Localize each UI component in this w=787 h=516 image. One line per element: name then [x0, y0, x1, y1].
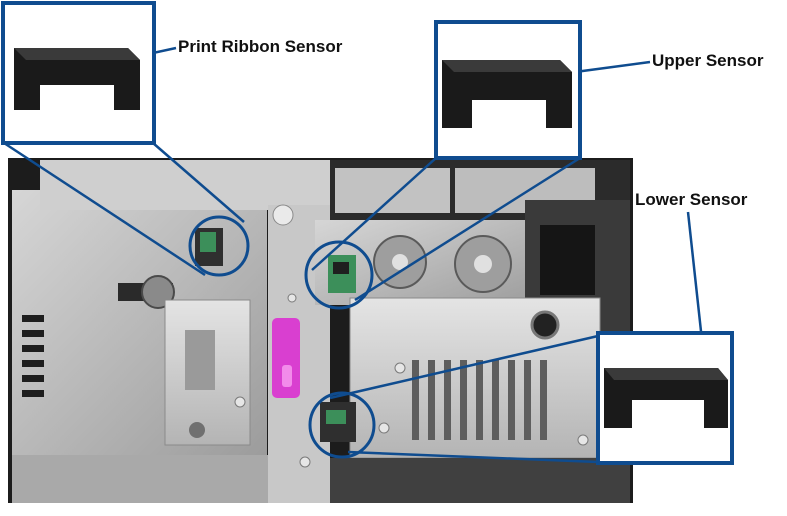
sensor-icon — [14, 48, 140, 110]
bracket-slot — [185, 330, 215, 390]
ribbon-leader-left — [3, 141, 206, 277]
bottom-strip — [330, 458, 630, 503]
lower-roller — [530, 310, 560, 340]
left-base — [12, 455, 270, 503]
leader-lines — [3, 46, 707, 464]
upper-sensor-part — [333, 262, 349, 274]
left-gear-hub — [392, 254, 408, 270]
bracket-screw — [189, 422, 205, 438]
lower-sensor-circle — [308, 391, 376, 459]
ribbon-sensor-inset — [1, 1, 156, 145]
printer-photo — [8, 158, 633, 503]
lower-assembly — [349, 297, 601, 459]
upper-leader-left — [311, 157, 437, 271]
sensor-icon-top — [604, 368, 728, 380]
upper-sensor-inset — [434, 20, 582, 160]
vent-slots — [22, 315, 44, 397]
ribbon-sensor-circle — [188, 215, 250, 277]
print-ribbon-sensor-label: Print Ribbon Sensor — [178, 37, 343, 56]
screws — [234, 293, 589, 468]
lower-leader-top — [329, 334, 599, 400]
right-gear-hub — [474, 255, 492, 273]
column-knob — [272, 204, 294, 226]
top-frame — [40, 160, 330, 210]
lower-sensor-inset — [596, 331, 734, 465]
upper-leader-right — [354, 156, 581, 302]
ribbon-leader-right — [152, 142, 245, 223]
ribbon-sensor-board — [200, 232, 216, 252]
handle-grip — [282, 365, 292, 387]
magnifier-circles — [188, 215, 376, 459]
lower-assembly-slots — [412, 360, 547, 440]
right-panel-opening — [540, 225, 595, 295]
sensor-icon — [442, 60, 572, 128]
sensor-icon-top — [442, 60, 572, 72]
upper-sensor-label: Upper Sensor — [652, 51, 764, 70]
upper-sensor-circle — [304, 240, 374, 310]
sensor-icon — [604, 368, 728, 428]
upper-left-plate — [335, 168, 450, 213]
lower-sensor-board — [326, 410, 346, 424]
magenta-handle — [272, 318, 300, 398]
lower-leader-bottom — [347, 450, 599, 464]
sensor-icon-top — [14, 48, 140, 60]
lower-sensor-label: Lower Sensor — [635, 190, 748, 209]
